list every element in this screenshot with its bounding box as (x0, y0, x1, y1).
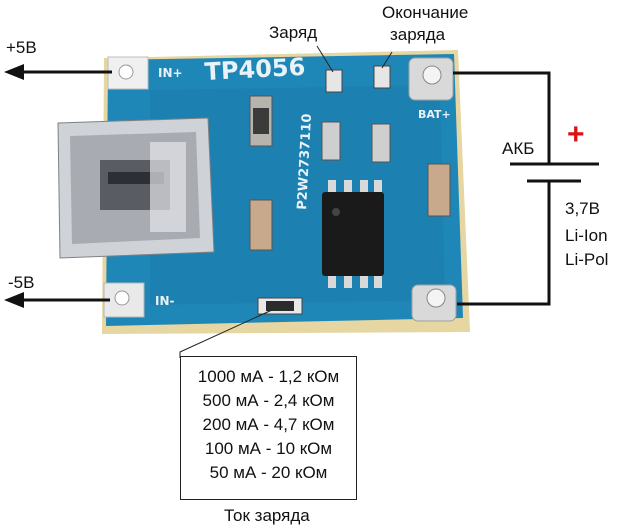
battery-symbol (510, 162, 599, 183)
pad-bat-minus (411, 284, 457, 322)
label-charge-led: Заряд (269, 23, 318, 42)
battery-plus-sign: + (567, 118, 585, 151)
pad-in-plus (107, 56, 149, 90)
silk-serial: P2W2737110 (295, 113, 315, 210)
pad-bat-plus (408, 57, 454, 101)
label-li-pol: Li-Pol (565, 250, 609, 269)
table-row: 200 мА - 4,7 кОм (202, 415, 335, 434)
table-row: 50 мА - 20 кОм (209, 463, 328, 482)
arrow-minus-5v (4, 292, 110, 308)
table-row: 100 мА - 10 кОм (204, 439, 333, 458)
label-charge-current: Ток заряда (224, 506, 310, 525)
label-voltage: 3,7В (565, 199, 600, 218)
table-row: 500 мА - 2,4 кОм (202, 391, 335, 410)
label-li-ion: Li-Ion (565, 226, 608, 245)
silk-bat-plus: BAT+ (418, 108, 451, 121)
label-minus-5v: -5В (8, 273, 35, 292)
mini-usb-connector (57, 117, 215, 259)
label-end-charge-1: Окончание (382, 3, 469, 22)
smd-components (249, 65, 451, 315)
silk-in-minus: IN- (155, 294, 175, 308)
silk-chip-name: TP4056 (204, 53, 306, 86)
tp4056-ic (322, 180, 384, 288)
battery-wiring (453, 71, 551, 306)
label-end-charge-2: заряда (390, 25, 446, 44)
pad-in-minus (103, 282, 145, 318)
silk-in-plus: IN+ (158, 66, 183, 80)
resistor-current-table: 1000 мА - 1,2 кОм 500 мА - 2,4 кОм 200 м… (180, 356, 357, 500)
table-row: 1000 мА - 1,2 кОм (197, 367, 340, 386)
label-akb: АКБ (502, 139, 535, 158)
label-plus-5v: +5В (6, 38, 37, 57)
arrow-plus-5v (4, 64, 112, 80)
